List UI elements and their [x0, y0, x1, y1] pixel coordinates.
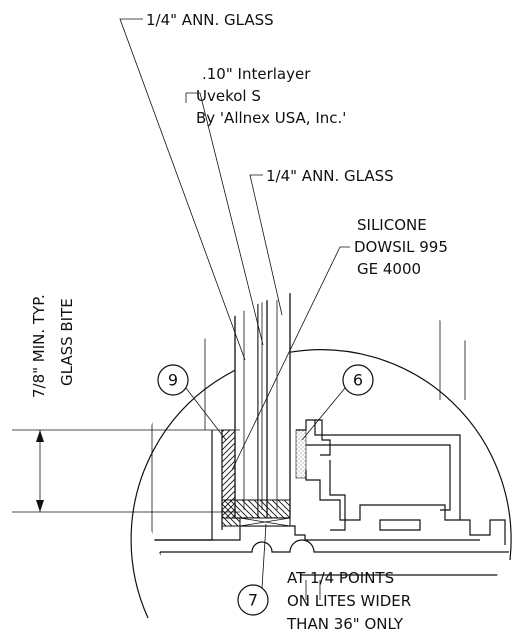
note-line-1: AT 1/4 POINTS [287, 569, 394, 587]
interlayer-label-1: .10" Interlayer [202, 65, 311, 83]
note-line-2: ON LITES WIDER [287, 592, 411, 610]
outer-glass-label: 1/4" ANN. GLASS [146, 11, 274, 29]
clipped-section [144, 289, 520, 620]
callout-6: 6 [353, 371, 363, 390]
inner-glass-label: 1/4" ANN. GLASS [266, 167, 394, 185]
callout-7: 7 [248, 591, 258, 610]
interlayer [257, 289, 268, 519]
interlayer-label-2: Uvekol S [196, 87, 261, 105]
silicone-label-3: GE 4000 [357, 260, 421, 278]
callout-6-circle [342, 364, 374, 396]
callout-9: 9 [168, 371, 178, 390]
interlayer-label-3: By 'Allnex USA, Inc.' [196, 109, 346, 127]
callout-9-circle [157, 364, 189, 396]
silicone-label-2: DOWSIL 995 [354, 238, 448, 256]
glass-bite-label: GLASS BITE [58, 298, 76, 386]
inner-glass-lite [266, 289, 291, 519]
note-line-3: THAN 36" ONLY [286, 615, 404, 633]
callout-7-circle [237, 584, 269, 616]
glass-bite-dimension-label: 7/8" MIN. TYP. [30, 294, 48, 398]
outer-glass-lite [234, 289, 259, 519]
silicone-label-1: SILICONE [357, 216, 427, 234]
